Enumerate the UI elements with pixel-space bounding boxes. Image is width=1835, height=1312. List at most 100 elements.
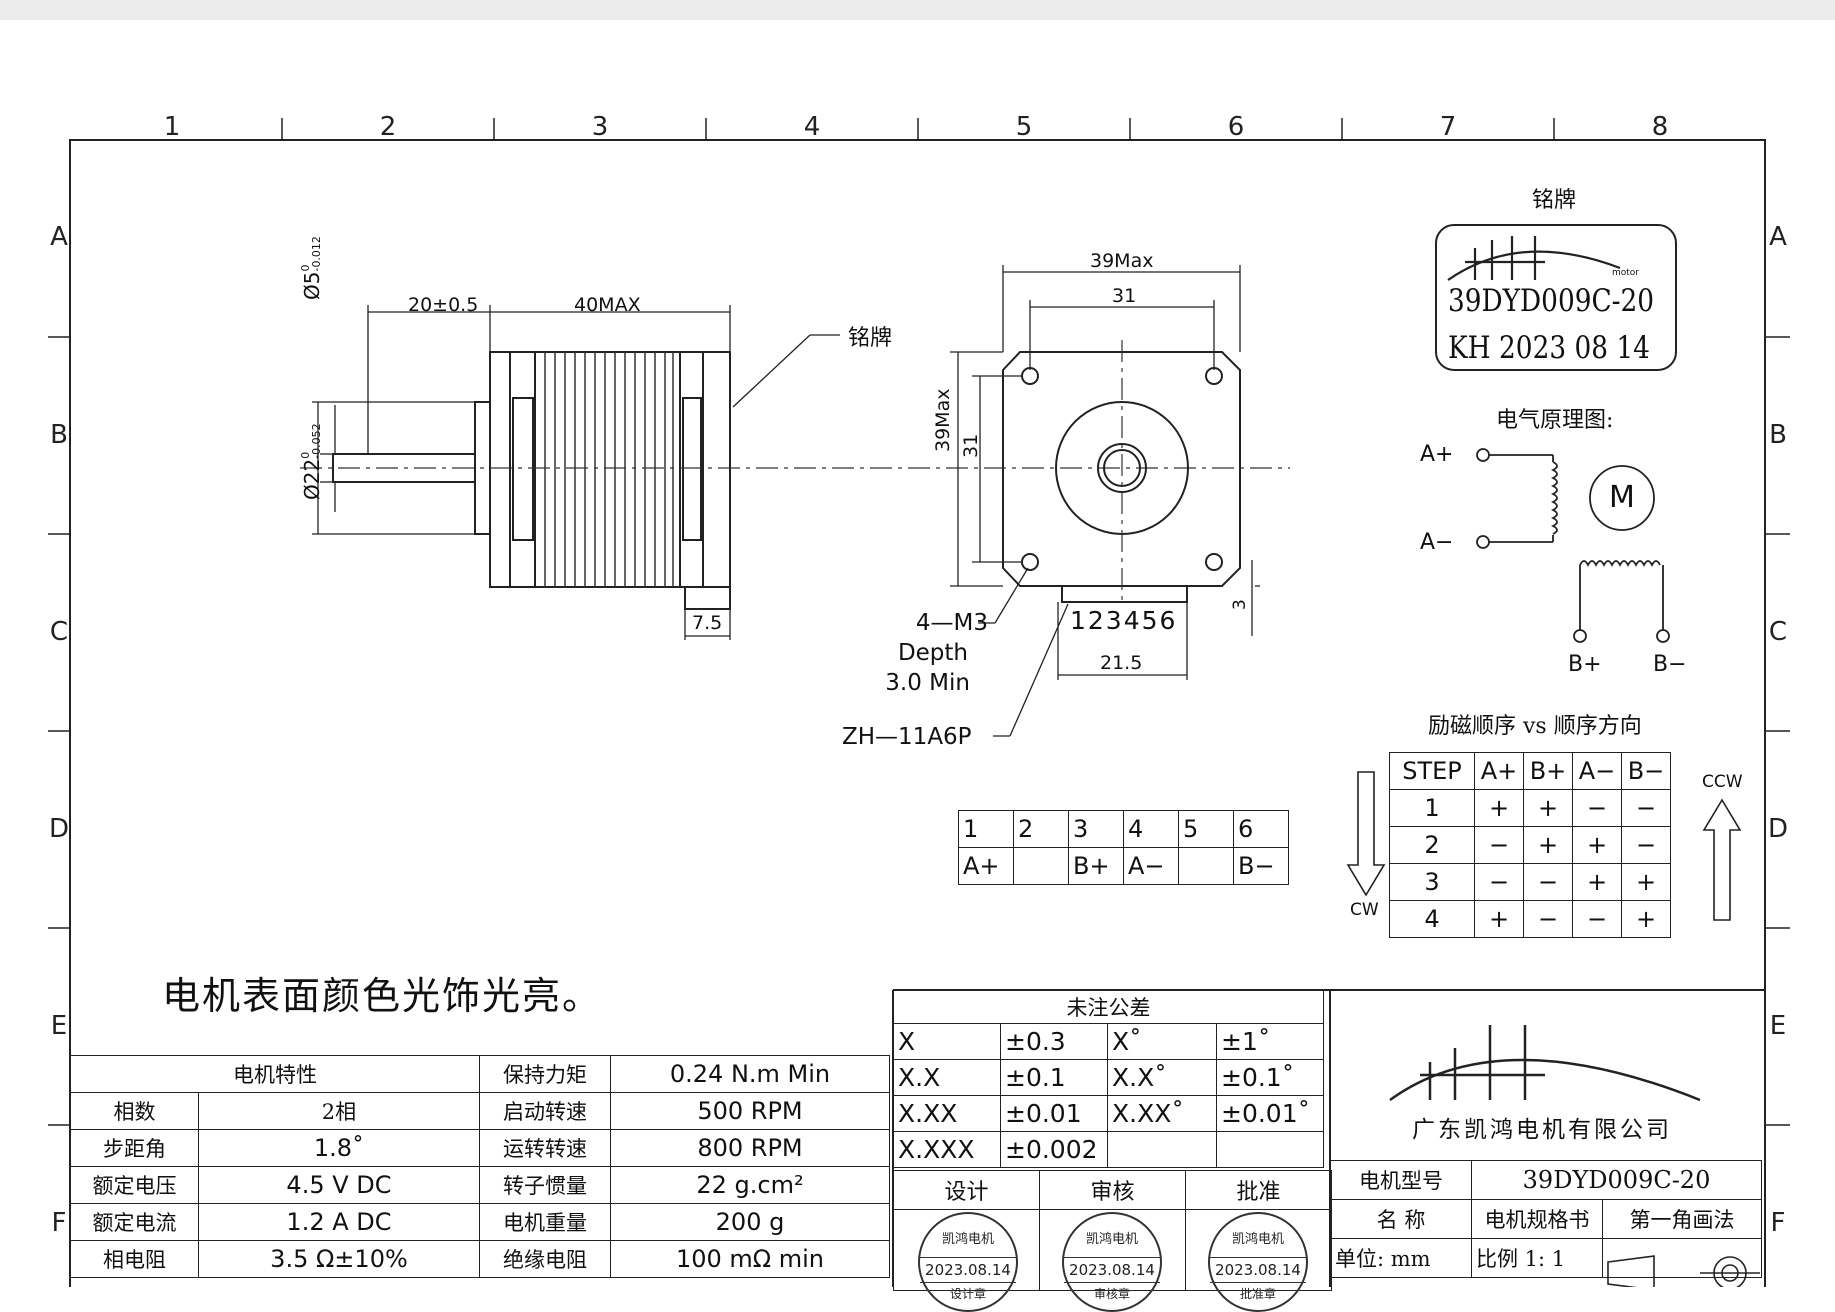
- name-label: 名 称: [1330, 1199, 1472, 1239]
- tolerance-cell: X.X: [893, 1059, 1001, 1096]
- spec-label: 步距角: [70, 1129, 199, 1167]
- tolerance-cell: [1216, 1131, 1324, 1168]
- window-top-bar: [0, 0, 1835, 20]
- approval-header-design: 设计: [893, 1170, 1040, 1210]
- pin-signal-cell: [1013, 847, 1069, 885]
- side-view-dimensions: [312, 305, 840, 640]
- sequence-row: 1 + + − −: [1389, 789, 1671, 827]
- pin-number-cell: 6: [1233, 810, 1289, 848]
- pin-number-cell: 5: [1178, 810, 1234, 848]
- pin-numbers-label: 123456: [1070, 606, 1178, 635]
- nameplate-callout: 铭牌: [848, 326, 893, 351]
- pin-number-cell: 3: [1068, 810, 1124, 848]
- sequence-header-cell: A+: [1474, 752, 1524, 790]
- motor-specs-table: 电机特性 保持力矩 0.24 N.m Min 相数 2相 启动转速 500 RP…: [70, 1055, 890, 1278]
- front-flange: [1002, 351, 1241, 587]
- pin-signal-cell: B−: [1233, 847, 1289, 885]
- zone-col-5: 5: [1015, 112, 1033, 142]
- spec-value: 1.8˚: [197, 1129, 481, 1167]
- schematic-a-minus: A−: [1420, 530, 1454, 555]
- mount-holes-line1: 4—M3: [915, 610, 988, 636]
- stamp-top-text: 凯鸿电机: [1085, 1232, 1138, 1247]
- sequence-cell: +: [1474, 789, 1524, 827]
- motor-symbol-circle: [1589, 465, 1655, 531]
- zone-col-2: 2: [379, 112, 397, 142]
- sequence-cell: +: [1621, 863, 1671, 901]
- zone-row-b-right: B: [1769, 420, 1787, 450]
- spec-row: 电机特性 保持力矩 0.24 N.m Min: [70, 1055, 890, 1093]
- tolerance-cell: X.XX˚: [1107, 1095, 1217, 1132]
- pin-signal-cell: B+: [1068, 847, 1124, 885]
- sequence-cell: −: [1523, 900, 1573, 938]
- tolerance-cell: ±0.01˚: [1216, 1095, 1324, 1132]
- sequence-cell: −: [1621, 789, 1671, 827]
- stamp-bottom-text: 审核章: [1093, 1287, 1130, 1301]
- projection-label: 第一角画法: [1602, 1199, 1762, 1239]
- tolerance-cell: X.X˚: [1107, 1059, 1217, 1096]
- tail-length-label: 7.5: [692, 612, 723, 634]
- motor-symbol-label: M: [1609, 480, 1635, 515]
- spec-row: 额定电压 4.5 V DC 转子惯量 22 g.cm²: [70, 1166, 890, 1204]
- sequence-cell: +: [1572, 863, 1622, 901]
- name-value: 电机规格书: [1471, 1199, 1603, 1239]
- cw-arrow: [1346, 771, 1386, 897]
- sequence-header-cell: B+: [1523, 752, 1573, 790]
- connector-type-label: ZH—11A6P: [842, 724, 972, 750]
- tolerance-row: X.XXX ±0.002: [893, 1131, 1324, 1168]
- model-value: 39DYD009C-20: [1471, 1160, 1762, 1200]
- tolerance-title-row: 未注公差: [893, 990, 1324, 1024]
- zone-col-6: 6: [1227, 112, 1245, 142]
- sequence-cell: −: [1572, 900, 1622, 938]
- front-hole-spacing-v-label: 31: [960, 433, 982, 458]
- zone-row-a-right: A: [1769, 222, 1787, 252]
- spec-value: 3.5 Ω±10%: [197, 1240, 481, 1278]
- sequence-title: 励磁顺序 vs 顺序方向: [1428, 714, 1642, 739]
- spec-value: 800 RPM: [610, 1129, 890, 1167]
- shaft-length-label: 20±0.5: [408, 294, 479, 316]
- pin-number-cell: 4: [1123, 810, 1179, 848]
- stamp-bottom-text: 批准章: [1239, 1287, 1276, 1301]
- stamp-top-text: 凯鸿电机: [941, 1232, 994, 1247]
- company-name: 广东凯鸿电机有限公司: [1412, 1117, 1672, 1143]
- zone-row-f-right: F: [1770, 1208, 1786, 1238]
- design-stamp: 凯鸿电机 2023.08.14 设计章: [918, 1212, 1018, 1312]
- nameplate-logo: [1447, 236, 1621, 281]
- spec-value: 2相: [197, 1092, 481, 1130]
- ccw-label: CCW: [1702, 772, 1743, 792]
- spec-value: 500 RPM: [610, 1092, 890, 1130]
- projection-symbol-cell: [1602, 1238, 1762, 1278]
- sequence-cell: −: [1523, 863, 1573, 901]
- model-info-table: 电机型号 39DYD009C-20 名 称 电机规格书 第一角画法 单位: mm…: [1330, 1160, 1762, 1278]
- tolerance-cell: [1107, 1131, 1217, 1168]
- connector-height-label: 3: [1230, 599, 1250, 610]
- pin-number-cell: 1: [958, 810, 1014, 848]
- nameplate-date: KH 2023 08 14: [1448, 330, 1650, 366]
- tolerance-cell: X: [893, 1023, 1001, 1060]
- tolerance-cell: X.XXX: [893, 1131, 1001, 1168]
- scale-label: 比例 1: 1: [1471, 1238, 1603, 1278]
- tolerance-row: X.X ±0.1 X.X˚ ±0.1˚: [893, 1059, 1324, 1096]
- pin-number-cell: 2: [1013, 810, 1069, 848]
- nameplate-model: 39DYD009C-20: [1448, 283, 1655, 319]
- column-ticks: [281, 118, 1555, 140]
- pin-assignment-table: 1 2 3 4 5 6 A+ B+ A− B−: [958, 810, 1289, 885]
- name-row: 名 称 电机规格书 第一角画法: [1330, 1199, 1762, 1239]
- approval-header-row: 设计 审核 批准: [893, 1170, 1332, 1210]
- tolerance-table: 未注公差 X ±0.3 X˚ ±1˚ X.X ±0.1 X.X˚ ±0.1˚ X…: [893, 990, 1324, 1168]
- pin-signal-row: A+ B+ A− B−: [958, 847, 1289, 885]
- front-hole-spacing-h-label: 31: [1112, 285, 1137, 307]
- spec-row: 步距角 1.8˚ 运转转速 800 RPM: [70, 1129, 890, 1167]
- tolerance-cell: X˚: [1107, 1023, 1217, 1060]
- stamp-date: 2023.08.14: [920, 1257, 1016, 1283]
- front-height-max-label: 39Max: [932, 388, 954, 452]
- zone-col-4: 4: [803, 112, 821, 142]
- tolerance-cell: X.XX: [893, 1095, 1001, 1132]
- unit-row: 单位: mm 比例 1: 1: [1330, 1238, 1762, 1278]
- spec-label: 启动转速: [479, 1092, 611, 1130]
- tolerance-cell: ±0.002: [1000, 1131, 1108, 1168]
- sequence-cell: 3: [1389, 863, 1475, 901]
- schematic-lines: [1476, 448, 1670, 643]
- spec-label: 转子惯量: [479, 1166, 611, 1204]
- spec-value: 0.24 N.m Min: [610, 1055, 890, 1093]
- side-view-motor: [332, 351, 731, 610]
